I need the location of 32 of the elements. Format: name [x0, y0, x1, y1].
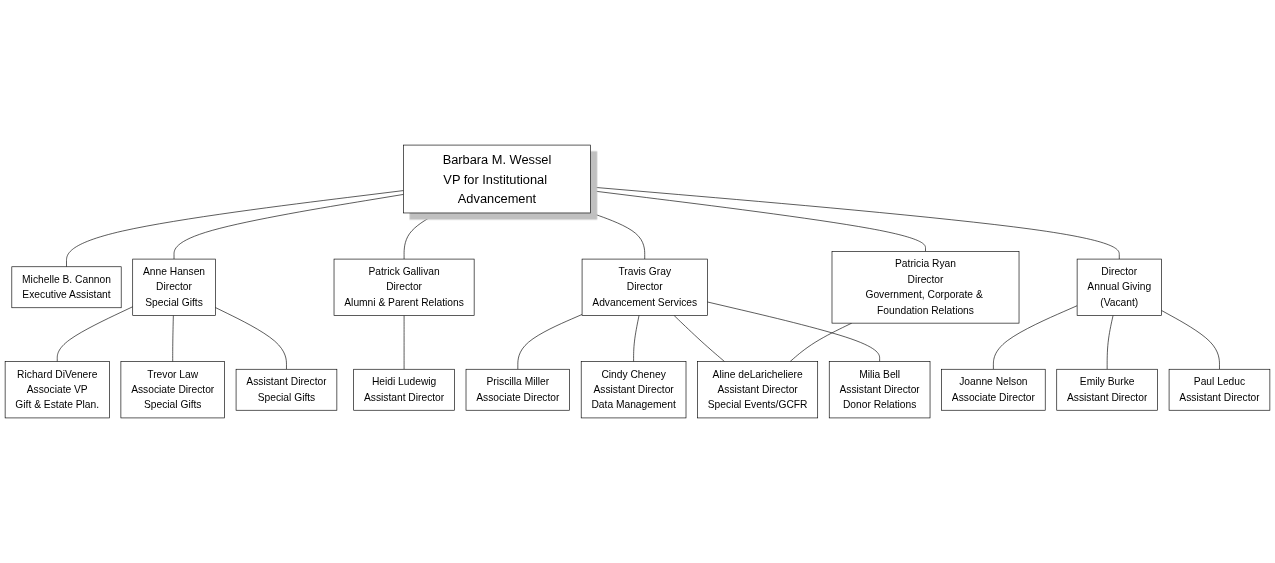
node-box: Patrick Gallivan Director Alumni & Parent Relations: [333, 258, 475, 316]
node-box: Travis Gray Director Advancement Services: [581, 258, 708, 316]
connector: [403, 315, 405, 370]
node-box: Director Annual Giving (Vacant): [1076, 258, 1162, 316]
connector: [673, 315, 725, 362]
node-box: Emily Burke Assistant Director: [1056, 368, 1158, 411]
node-box: Barbara M. Wessel VP for Institutional Advancement: [403, 144, 591, 214]
connector: [173, 194, 404, 260]
node-box: Anne Hansen Director Special Gifts: [132, 258, 216, 316]
connector: [590, 190, 926, 252]
connector: [56, 306, 134, 362]
connector: [215, 307, 287, 370]
connector: [590, 186, 1120, 260]
node-box: Richard DiVenere Associate VP Gift & Estate Plan.: [4, 361, 110, 419]
node-box: Milia Bell Assistant Director Donor Relations: [828, 361, 931, 419]
node-box: Heidi Ludewig Assistant Director: [353, 368, 455, 411]
node-box: Joanne Nelson Associate Director: [941, 368, 1046, 411]
node-box: Trevor Law Associate Director Special Gifts: [120, 361, 225, 419]
connector: [707, 301, 880, 362]
connector: [633, 315, 640, 362]
connector: [66, 190, 404, 268]
node-box: Michelle B. Cannon Executive Assistant: [11, 266, 122, 309]
connector: [1161, 310, 1220, 370]
connector: [172, 315, 174, 362]
node-box: Assistant Director Special Gifts: [235, 368, 338, 411]
node-box: Priscilla Miller Associate Director: [465, 368, 570, 411]
connector: [1106, 315, 1114, 370]
node-box: Aline deLaricheliere Assistant Director Special Events/GCFR: [697, 361, 819, 419]
connector: [590, 212, 646, 260]
node-box: Cindy Cheney Assistant Director Data Management: [580, 361, 687, 419]
node-box: Paul Leduc Assistant Director: [1168, 368, 1271, 411]
node-box: Patricia Ryan Director Government, Corporate & Foundation Relations: [831, 251, 1020, 324]
